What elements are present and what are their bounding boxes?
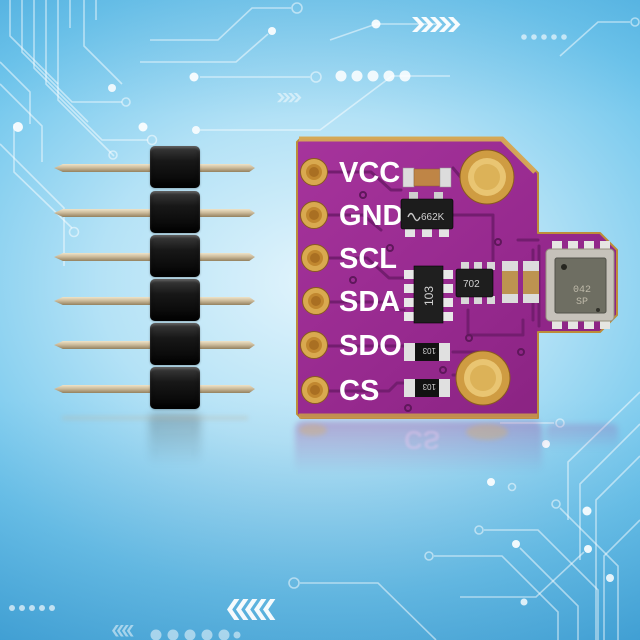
sensor-marking-line2: SP bbox=[576, 297, 588, 308]
resistor-lower: 103 bbox=[404, 379, 450, 397]
regulator-logo-icon bbox=[407, 212, 421, 222]
header-pin-right bbox=[198, 385, 255, 393]
pin-label-cs: CS bbox=[339, 375, 379, 407]
circuit-traces-top-center bbox=[140, 2, 640, 134]
resistor-network-marking: 103 bbox=[422, 286, 436, 306]
header-plastic-block bbox=[150, 235, 200, 277]
regulator-marking: 662K bbox=[421, 212, 445, 223]
pin-label-scl: SCL bbox=[339, 243, 397, 275]
header-pin-right bbox=[198, 297, 255, 305]
header-pin-reflection bbox=[62, 416, 248, 420]
chevrons-right-icon bbox=[412, 17, 461, 32]
header-reflection bbox=[149, 413, 201, 465]
chevrons-left-small-icon bbox=[112, 625, 134, 637]
pcb-gold-edge-top bbox=[299, 136, 537, 174]
header-pin-right bbox=[198, 341, 255, 349]
resistor-network: 103 bbox=[404, 265, 453, 324]
pin-through-holes bbox=[300, 158, 330, 404]
sensor-marking-line1: 042 bbox=[573, 285, 591, 296]
header-pin-left bbox=[54, 209, 152, 217]
sensor-breakout-board: VCC GND SCL SDA SDO CS 662K bbox=[293, 120, 625, 432]
header-plastic-block bbox=[150, 279, 200, 321]
header-pin-left bbox=[54, 297, 152, 305]
pin-label-vcc: VCC bbox=[339, 157, 400, 189]
small-ic: 702 bbox=[455, 262, 495, 304]
header-pin-left bbox=[54, 385, 152, 393]
header-pin-left bbox=[54, 253, 152, 261]
voltage-regulator: 662K bbox=[400, 192, 454, 237]
chevrons-right-small-icon bbox=[277, 93, 302, 103]
pin-label-sda: SDA bbox=[339, 286, 400, 318]
mounting-hole-bottom bbox=[455, 350, 511, 406]
header-pin-right bbox=[198, 209, 255, 217]
chevrons-left-icon bbox=[227, 599, 276, 620]
cs-label-reflection: CS bbox=[404, 425, 441, 455]
capacitor-top bbox=[402, 167, 452, 188]
pin-label-sdo: SDO bbox=[339, 330, 402, 362]
header-pin-left bbox=[54, 164, 152, 172]
resistor-upper: 103 bbox=[404, 343, 450, 361]
pcb-vias bbox=[349, 191, 525, 412]
resistor-lower-marking: 103 bbox=[422, 382, 436, 391]
resistor-upper-marking: 103 bbox=[422, 346, 436, 355]
header-pin-left bbox=[54, 341, 152, 349]
header-plastic-block bbox=[150, 191, 200, 233]
header-plastic-block bbox=[150, 146, 200, 188]
pin-label-gnd: GND bbox=[339, 200, 403, 232]
header-plastic-block bbox=[150, 367, 200, 409]
capacitor-pair bbox=[502, 261, 539, 303]
sensor-vent-hole bbox=[561, 264, 567, 270]
header-plastic-block bbox=[150, 323, 200, 365]
small-ic-marking: 702 bbox=[463, 279, 480, 290]
pin-header bbox=[50, 143, 260, 413]
sensor-chip: 042 SP bbox=[545, 241, 615, 329]
header-pin-right bbox=[198, 253, 255, 261]
header-pin-right bbox=[198, 164, 255, 172]
mounting-hole-top bbox=[459, 149, 515, 205]
pcb-copper-traces bbox=[325, 166, 541, 393]
